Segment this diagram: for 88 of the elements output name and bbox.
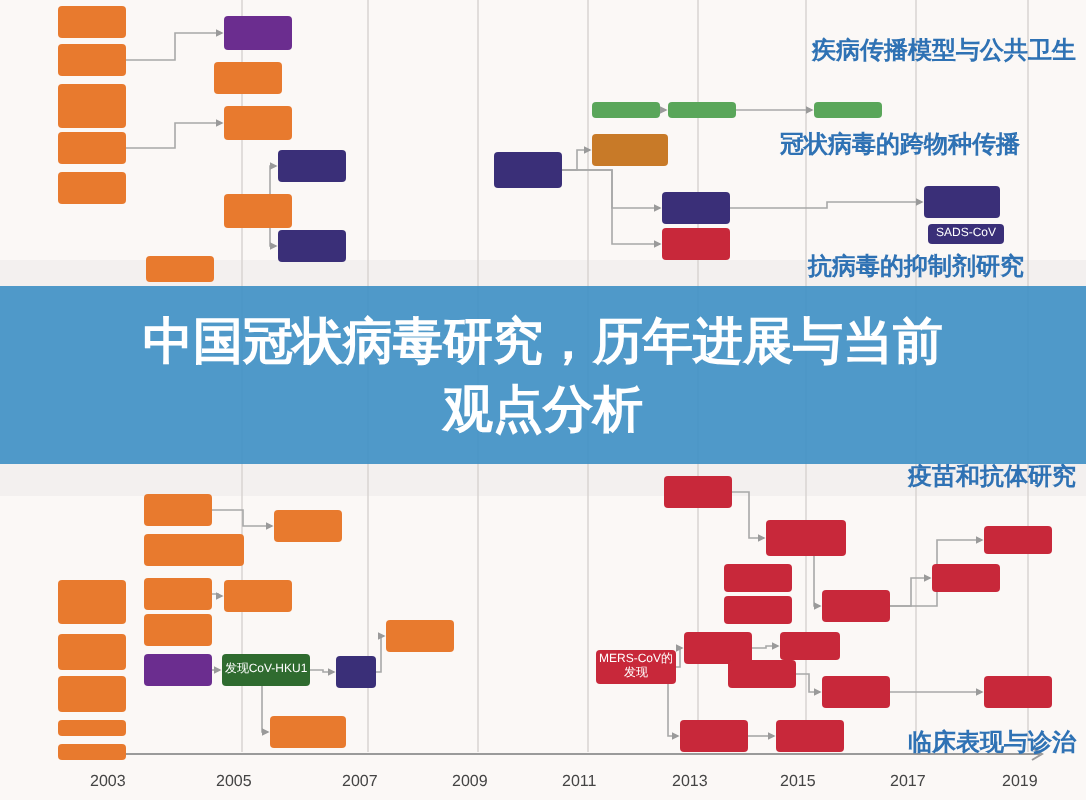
event-box xyxy=(58,44,126,76)
event-box xyxy=(224,580,292,612)
event-box xyxy=(146,256,214,282)
connector-arrow xyxy=(561,169,662,248)
year-label: 2015 xyxy=(780,770,816,794)
connector-arrow xyxy=(751,642,780,650)
event-box xyxy=(776,720,844,752)
event-box xyxy=(822,590,890,622)
connector-arrow xyxy=(889,688,984,696)
event-box xyxy=(592,134,668,166)
connector-arrow xyxy=(125,29,224,61)
year-label: 2009 xyxy=(452,770,488,794)
event-box xyxy=(58,720,126,736)
event-box xyxy=(224,16,292,50)
event-box xyxy=(984,676,1052,708)
year-label: 2011 xyxy=(562,770,597,794)
event-box xyxy=(592,102,660,118)
event-box xyxy=(668,102,736,118)
connector-arrow xyxy=(813,555,822,610)
event-box xyxy=(144,654,212,686)
connector-arrow xyxy=(667,683,680,740)
year-label: 2013 xyxy=(672,770,708,794)
event-box xyxy=(724,564,792,592)
event-box xyxy=(278,230,346,262)
event-box xyxy=(58,676,126,712)
event-box xyxy=(780,632,840,660)
connector-arrow xyxy=(269,227,278,250)
event-box xyxy=(386,620,454,652)
section-heading: 疫苗和抗体研究 xyxy=(908,460,1076,494)
event-box xyxy=(822,676,890,708)
event-box xyxy=(662,192,730,224)
event-box xyxy=(932,564,1000,592)
connector-arrow xyxy=(795,673,822,696)
section-heading: 临床表现与诊治 xyxy=(908,726,1076,760)
event-box xyxy=(58,132,126,164)
connector-arrow xyxy=(675,644,684,668)
event-box xyxy=(984,526,1052,554)
event-box xyxy=(58,744,126,760)
event-box xyxy=(224,194,292,228)
event-box xyxy=(270,716,346,748)
event-box xyxy=(814,102,882,118)
section-heading: 抗病毒的抑制剂研究 xyxy=(808,250,1024,284)
event-box xyxy=(684,632,752,664)
event-box xyxy=(144,494,212,526)
connector-arrow xyxy=(309,668,336,676)
event-box xyxy=(766,520,846,556)
year-label: 2017 xyxy=(890,770,926,794)
event-box xyxy=(928,224,1004,244)
title-text: 中国冠状病毒研究，历年进展与当前观点分析 xyxy=(143,311,943,441)
connector-arrow xyxy=(261,685,270,736)
event-box xyxy=(144,534,244,566)
event-box xyxy=(664,476,732,508)
event-box xyxy=(144,578,212,610)
connector-arrow xyxy=(125,119,224,149)
event-box xyxy=(222,654,310,686)
event-box xyxy=(144,614,212,646)
connector-arrow xyxy=(211,509,274,530)
event-box xyxy=(728,660,796,688)
event-box xyxy=(662,228,730,260)
event-box xyxy=(494,152,562,188)
event-box xyxy=(58,84,126,128)
event-box xyxy=(924,186,1000,218)
event-box xyxy=(336,656,376,688)
event-box xyxy=(680,720,748,752)
event-box xyxy=(724,596,792,624)
event-box xyxy=(274,510,342,542)
connector-arrow xyxy=(659,106,668,114)
event-box xyxy=(224,106,292,140)
event-box xyxy=(58,172,126,204)
year-label: 2005 xyxy=(216,770,252,794)
connector-arrow xyxy=(729,198,924,209)
event-box xyxy=(278,150,346,182)
event-box xyxy=(58,6,126,38)
event-box xyxy=(58,634,126,670)
year-label: 2019 xyxy=(1002,770,1038,794)
year-label: 2003 xyxy=(90,770,126,794)
connector-arrow xyxy=(731,491,766,542)
event-box xyxy=(58,580,126,624)
connector-arrow xyxy=(211,592,224,600)
connector-arrow xyxy=(735,106,814,114)
connector-arrow xyxy=(269,162,278,195)
event-box xyxy=(214,62,282,94)
year-label: 2007 xyxy=(342,770,378,794)
connector-arrow xyxy=(375,632,386,673)
connector-arrow xyxy=(747,732,776,740)
connector-arrow xyxy=(211,666,222,674)
section-heading: 疾病传播模型与公共卫生 xyxy=(812,34,1076,68)
section-heading: 冠状病毒的跨物种传播 xyxy=(780,128,1020,162)
